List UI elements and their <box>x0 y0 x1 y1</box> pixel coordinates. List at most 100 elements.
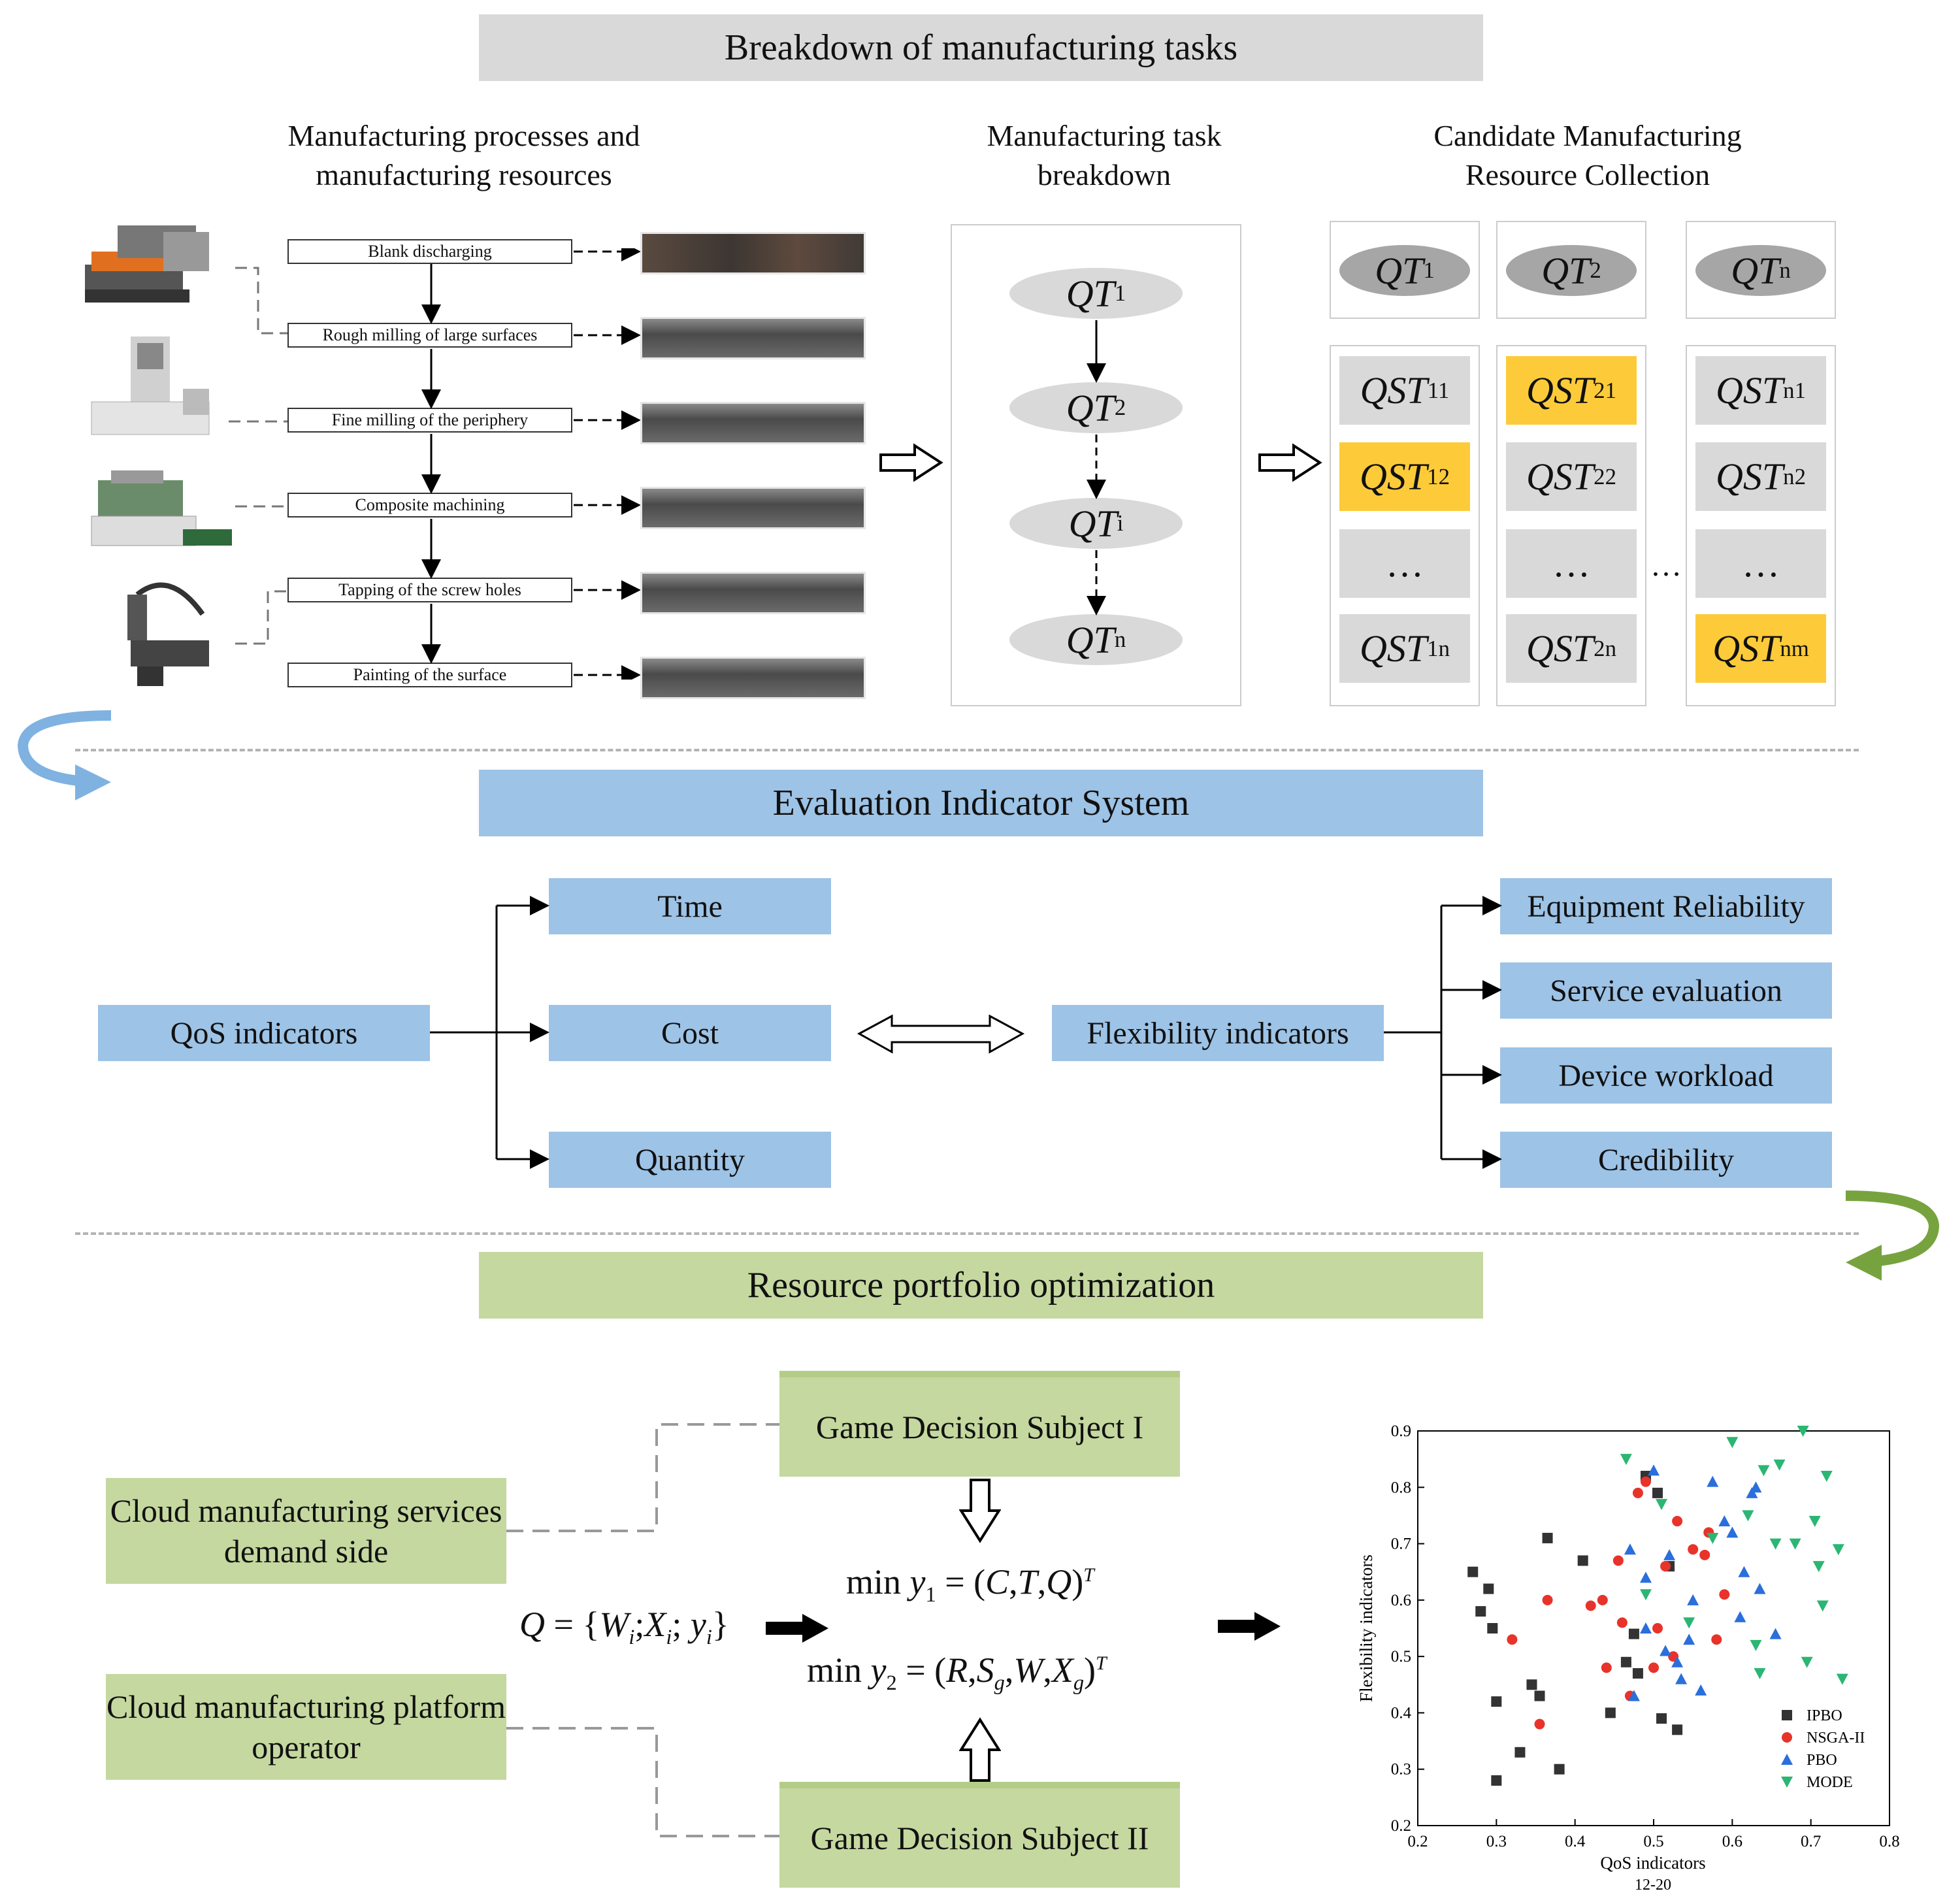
process-step: Tapping of the screw holes <box>287 578 572 602</box>
optimization-section-title: Resource portfolio optimization <box>747 1265 1215 1305</box>
data-point-ipbo <box>1672 1724 1683 1735</box>
y-tick-label: 0.5 <box>1391 1648 1411 1666</box>
q-definition-formula: Q = {Wi;Xi; yi} <box>519 1605 729 1649</box>
solid-right-arrow-icon <box>766 1614 828 1643</box>
legend-label: IPBO <box>1807 1707 1842 1724</box>
data-point-nsga-ii <box>1632 1487 1643 1498</box>
data-point-nsga-ii <box>1648 1662 1659 1673</box>
candidate-service-ellipsis: … <box>1695 529 1826 598</box>
data-point-ipbo <box>1628 1628 1639 1639</box>
legend-label: PBO <box>1807 1752 1837 1769</box>
data-point-pbo <box>1718 1515 1731 1527</box>
evaluation-section-title: Evaluation Indicator System <box>772 783 1190 823</box>
data-point-pbo <box>1746 1486 1758 1498</box>
data-point-mode <box>1789 1538 1801 1550</box>
flexibility-item-box: Credibility <box>1500 1132 1832 1188</box>
data-point-ipbo <box>1656 1713 1667 1724</box>
x-tick-label: 0.6 <box>1722 1833 1742 1850</box>
data-point-ipbo <box>1491 1696 1502 1707</box>
data-point-nsga-ii <box>1616 1617 1628 1628</box>
data-point-mode <box>1620 1454 1632 1466</box>
process-flow-arrows <box>421 248 641 680</box>
composite-machined-plate-image <box>640 487 866 529</box>
legend-marker <box>1782 1710 1792 1720</box>
data-point-pbo <box>1734 1611 1746 1622</box>
candidate-service-ellipsis: … <box>1506 529 1637 598</box>
data-point-nsga-ii <box>1660 1561 1671 1572</box>
game-subject-connectors <box>506 1423 779 1837</box>
min-y1-formula: min y1 = (C,T,Q)T <box>846 1562 1094 1607</box>
process-step: Fine milling of the periphery <box>287 408 572 433</box>
x-tick-label: 0.8 <box>1879 1833 1899 1850</box>
min-y2-formula: min y2 = (R,Sg,W,Xg)T <box>807 1650 1107 1695</box>
section-divider <box>75 749 1859 751</box>
data-point-pbo <box>1754 1583 1766 1594</box>
hollow-right-arrow-icon <box>1258 443 1322 482</box>
flexibility-item-box: Service evaluation <box>1500 962 1832 1019</box>
y-tick-label: 0.3 <box>1391 1761 1411 1779</box>
blank-plate-image <box>640 232 866 274</box>
data-point-mode <box>1816 1600 1829 1612</box>
x-tick-label: 0.5 <box>1643 1833 1663 1850</box>
data-point-mode <box>1707 1532 1719 1544</box>
y-tick-label: 0.6 <box>1391 1592 1411 1609</box>
data-point-nsga-ii <box>1719 1589 1730 1600</box>
data-point-pbo <box>1660 1645 1672 1656</box>
data-point-mode <box>1726 1437 1739 1449</box>
tapped-plate-image <box>640 572 866 614</box>
data-point-mode <box>1820 1471 1833 1483</box>
data-point-pbo <box>1671 1656 1684 1667</box>
data-point-nsga-ii <box>1699 1549 1710 1560</box>
chart-legend: IPBO NSGA-II PBO MODE <box>1781 1707 1865 1791</box>
machining-center-image <box>85 330 222 448</box>
scatter-points <box>1467 1426 1848 1786</box>
qos-item-box: Cost <box>549 1005 831 1061</box>
y-tick-label: 0.2 <box>1391 1817 1411 1835</box>
process-step: Blank discharging <box>287 239 572 264</box>
x-axis-sublabel: 12-20 <box>1635 1877 1671 1894</box>
data-point-pbo <box>1639 1571 1652 1583</box>
y-tick-label: 0.9 <box>1391 1422 1411 1440</box>
x-tick-label: 0.3 <box>1486 1833 1507 1850</box>
painted-plate-image <box>640 657 866 699</box>
x-tick-label: 0.4 <box>1565 1833 1586 1850</box>
x-axis-label: QoS indicators <box>1600 1853 1705 1873</box>
data-point-ipbo <box>1487 1623 1498 1633</box>
data-point-mode <box>1656 1499 1668 1511</box>
data-point-mode <box>1750 1639 1762 1651</box>
fine-milled-plate-image <box>640 402 866 444</box>
data-point-nsga-ii <box>1542 1594 1553 1605</box>
data-point-ipbo <box>1605 1707 1616 1718</box>
optimization-section-banner: Resource portfolio optimization <box>479 1252 1483 1319</box>
data-point-pbo <box>1648 1464 1660 1476</box>
data-point-mode <box>1742 1510 1754 1522</box>
data-point-mode <box>1769 1538 1782 1550</box>
data-point-mode <box>1758 1465 1770 1477</box>
rough-milled-plate-image <box>640 317 866 359</box>
data-point-nsga-ii <box>1688 1544 1699 1555</box>
flexibility-indicators-box: Flexibility indicators <box>1052 1005 1384 1061</box>
game-subject-2-box: Game Decision Subject II <box>779 1782 1180 1888</box>
legend-label: NSGA-II <box>1807 1730 1865 1747</box>
data-point-mode <box>1639 1589 1652 1601</box>
data-point-pbo <box>1639 1622 1652 1633</box>
flexibility-item-box: Device workload <box>1500 1047 1832 1104</box>
legend-label: MODE <box>1807 1774 1853 1791</box>
hollow-up-arrow-icon <box>959 1717 1001 1782</box>
flexibility-branch-connectors <box>1384 896 1502 1169</box>
game-subject-1-box: Game Decision Subject I <box>779 1371 1180 1477</box>
hollow-down-arrow-icon <box>959 1479 1001 1543</box>
data-point-ipbo <box>1554 1764 1565 1775</box>
curved-blue-arrow-icon <box>17 710 112 800</box>
